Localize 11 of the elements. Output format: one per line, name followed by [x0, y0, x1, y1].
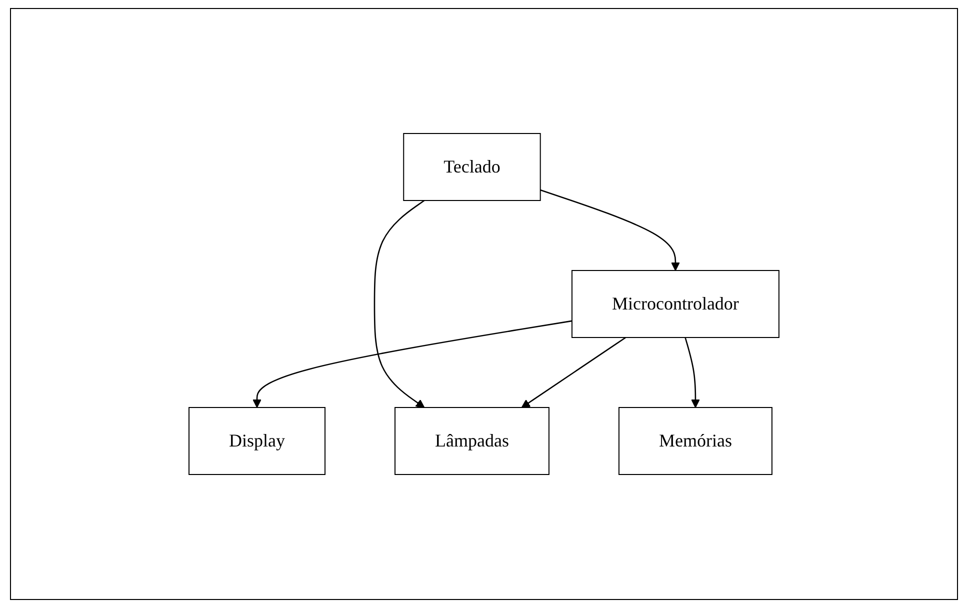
arrow	[374, 200, 425, 408]
page-frame: Display Teclado Microcontrolador Lâmpadas Memórias	[10, 8, 958, 600]
node-box	[394, 407, 550, 475]
arrow	[540, 189, 680, 271]
node-box	[403, 133, 541, 201]
arrow	[684, 337, 700, 408]
node-box	[618, 407, 772, 475]
arrow	[521, 336, 626, 408]
node-box	[188, 407, 326, 475]
arrow	[252, 320, 572, 408]
node-box	[572, 270, 780, 338]
